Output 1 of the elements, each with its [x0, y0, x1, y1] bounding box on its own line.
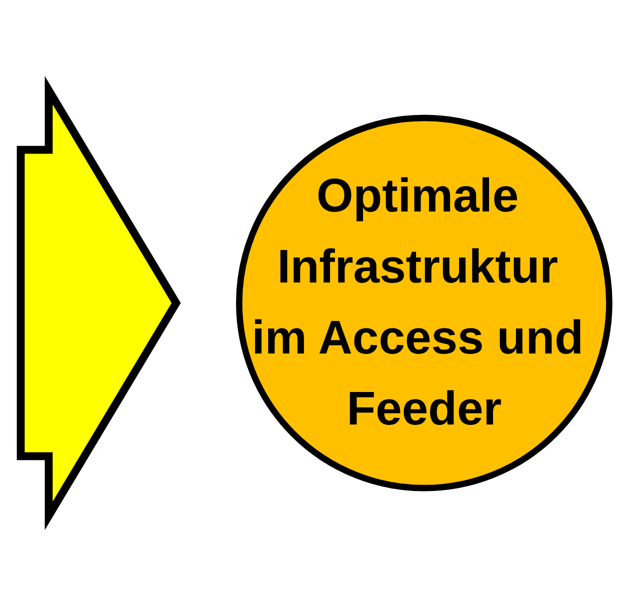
circle-shape: Optimale Infrastruktur im Access und Feeder [236, 114, 612, 492]
